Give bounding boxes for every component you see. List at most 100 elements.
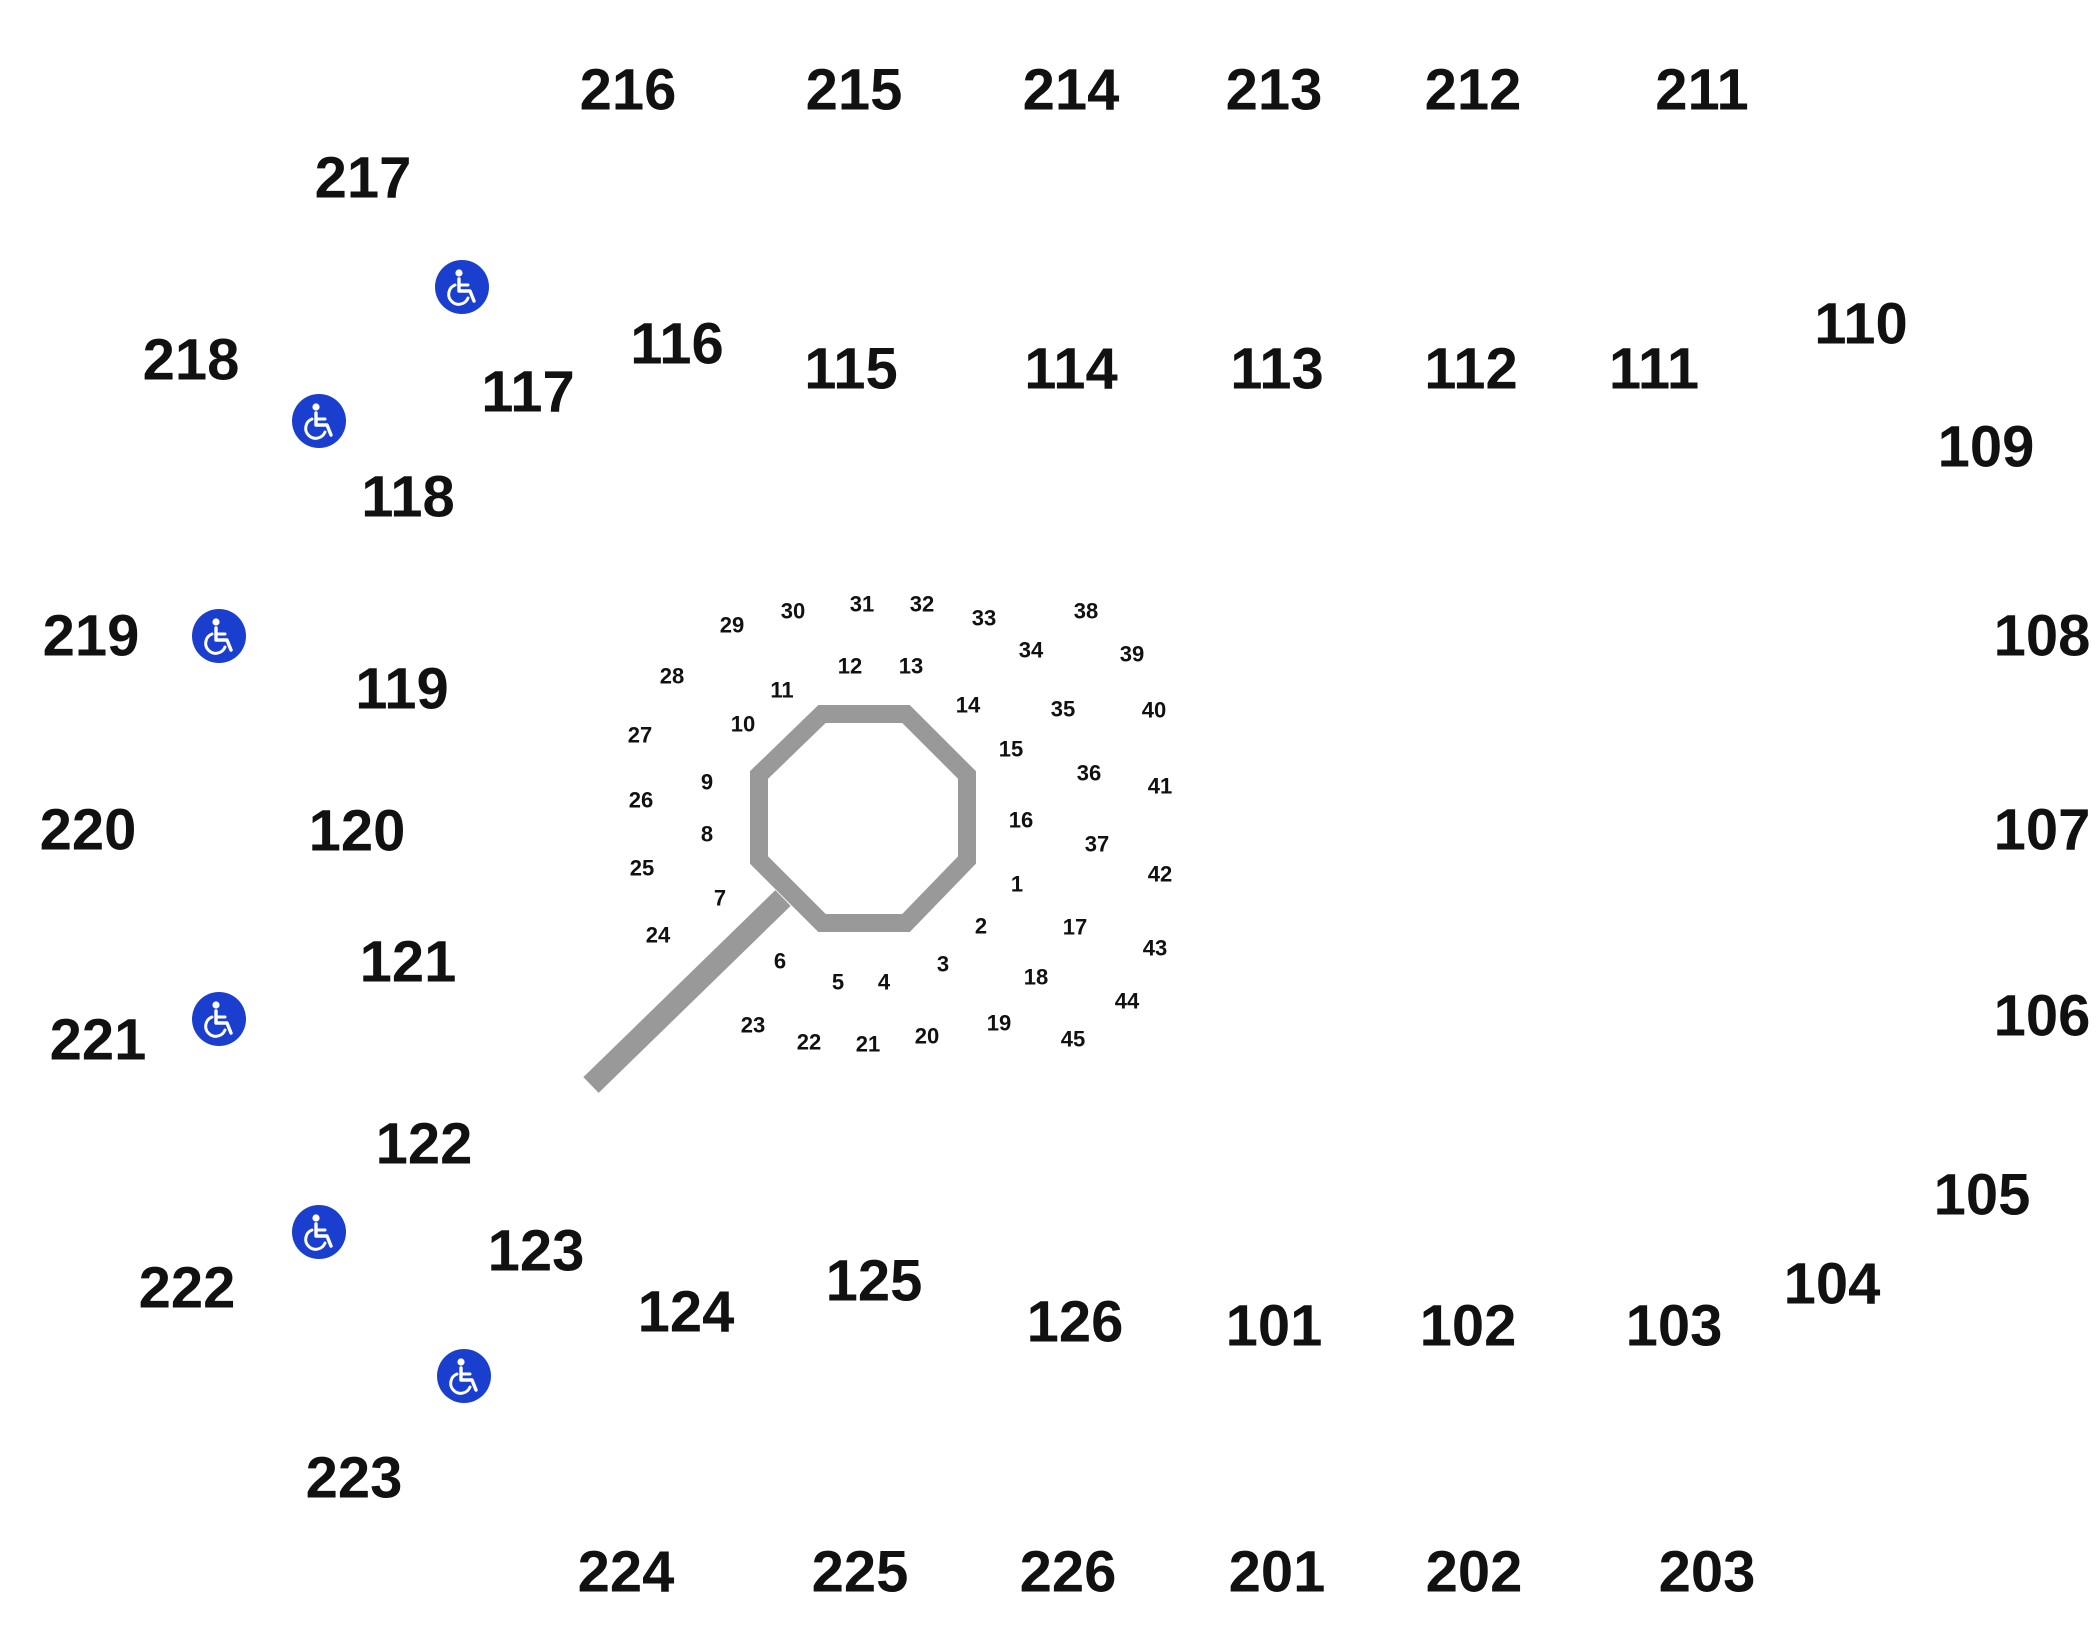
- accessible-seating-markers: [192, 260, 491, 1403]
- section-111[interactable]: 111: [1609, 337, 1699, 402]
- floor-row-2[interactable]: 2: [975, 914, 987, 939]
- floor-row-39[interactable]: 39: [1120, 642, 1144, 667]
- section-223[interactable]: 223: [306, 1446, 403, 1511]
- section-218[interactable]: 218: [143, 328, 240, 393]
- section-108[interactable]: 108: [1994, 604, 2091, 669]
- wheelchair-icon: [192, 609, 246, 663]
- section-123[interactable]: 123: [488, 1219, 585, 1284]
- floor-row-12[interactable]: 12: [838, 654, 862, 679]
- section-212[interactable]: 212: [1425, 58, 1522, 123]
- section-217[interactable]: 217: [315, 146, 412, 211]
- floor-row-25[interactable]: 25: [630, 856, 654, 881]
- floor-row-30[interactable]: 30: [781, 599, 805, 624]
- floor-row-16[interactable]: 16: [1009, 808, 1033, 833]
- section-105[interactable]: 105: [1934, 1163, 2031, 1228]
- section-115[interactable]: 115: [804, 337, 898, 402]
- floor-row-28[interactable]: 28: [660, 664, 684, 689]
- floor-row-34[interactable]: 34: [1019, 638, 1044, 663]
- wheelchair-icon: [437, 1349, 491, 1403]
- section-125[interactable]: 125: [826, 1249, 923, 1314]
- floor-row-17[interactable]: 17: [1063, 915, 1087, 940]
- floor-row-7[interactable]: 7: [714, 886, 726, 911]
- section-117[interactable]: 117: [481, 360, 575, 425]
- floor-row-21[interactable]: 21: [856, 1032, 880, 1057]
- stage-octagon: [750, 705, 976, 932]
- section-216[interactable]: 216: [580, 58, 677, 123]
- floor-row-36[interactable]: 36: [1077, 761, 1101, 786]
- section-102[interactable]: 102: [1420, 1294, 1517, 1359]
- floor-row-19[interactable]: 19: [987, 1011, 1011, 1036]
- section-118[interactable]: 118: [361, 465, 455, 530]
- section-226[interactable]: 226: [1020, 1540, 1117, 1605]
- floor-row-24[interactable]: 24: [646, 923, 671, 948]
- floor-row-15[interactable]: 15: [999, 737, 1023, 762]
- floor-row-8[interactable]: 8: [701, 822, 713, 847]
- floor-row-45[interactable]: 45: [1061, 1027, 1085, 1052]
- floor-row-32[interactable]: 32: [910, 592, 934, 617]
- floor-row-37[interactable]: 37: [1085, 832, 1109, 857]
- floor-row-41[interactable]: 41: [1148, 774, 1172, 799]
- section-116[interactable]: 116: [630, 312, 724, 377]
- section-107[interactable]: 107: [1994, 798, 2091, 863]
- section-106[interactable]: 106: [1994, 984, 2091, 1049]
- section-220[interactable]: 220: [40, 798, 137, 863]
- section-213[interactable]: 213: [1226, 58, 1323, 123]
- section-214[interactable]: 214: [1023, 58, 1120, 123]
- section-121[interactable]: 121: [360, 930, 457, 995]
- section-215[interactable]: 215: [806, 58, 903, 123]
- floor-row-9[interactable]: 9: [701, 770, 713, 795]
- floor-row-4[interactable]: 4: [878, 970, 891, 995]
- section-114[interactable]: 114: [1024, 337, 1118, 402]
- section-219[interactable]: 219: [43, 604, 140, 669]
- section-119[interactable]: 119: [355, 657, 449, 722]
- section-112[interactable]: 112: [1424, 337, 1518, 402]
- section-103[interactable]: 103: [1626, 1294, 1723, 1359]
- wheelchair-icon: [292, 1205, 346, 1259]
- floor-row-35[interactable]: 35: [1051, 697, 1075, 722]
- floor-row-20[interactable]: 20: [915, 1024, 939, 1049]
- floor-row-43[interactable]: 43: [1143, 936, 1167, 961]
- floor-row-42[interactable]: 42: [1148, 862, 1172, 887]
- section-203[interactable]: 203: [1659, 1540, 1756, 1605]
- wheelchair-icon: [292, 394, 346, 448]
- floor-row-33[interactable]: 33: [972, 606, 996, 631]
- wheelchair-icon: [435, 260, 489, 314]
- floor-row-5[interactable]: 5: [832, 970, 844, 995]
- floor-row-3[interactable]: 3: [937, 952, 949, 977]
- stage-runway: [583, 890, 791, 1093]
- wheelchair-icon: [192, 992, 246, 1046]
- section-101[interactable]: 101: [1226, 1294, 1323, 1359]
- floor-row-29[interactable]: 29: [720, 613, 744, 638]
- section-201[interactable]: 201: [1229, 1540, 1326, 1605]
- section-225[interactable]: 225: [812, 1540, 909, 1605]
- floor-row-1[interactable]: 1: [1011, 872, 1023, 897]
- floor-row-23[interactable]: 23: [741, 1013, 765, 1038]
- section-202[interactable]: 202: [1426, 1540, 1523, 1605]
- section-110[interactable]: 110: [1814, 292, 1908, 357]
- floor-row-13[interactable]: 13: [899, 654, 923, 679]
- floor-row-26[interactable]: 26: [629, 788, 653, 813]
- section-224[interactable]: 224: [578, 1540, 675, 1605]
- floor-row-14[interactable]: 14: [956, 693, 981, 718]
- floor-row-38[interactable]: 38: [1074, 599, 1098, 624]
- floor-row-44[interactable]: 44: [1115, 989, 1140, 1014]
- section-221[interactable]: 221: [50, 1008, 147, 1073]
- floor-row-11[interactable]: 11: [770, 678, 793, 703]
- floor-row-31[interactable]: 31: [850, 592, 874, 617]
- floor-row-22[interactable]: 22: [797, 1030, 821, 1055]
- floor-row-10[interactable]: 10: [731, 712, 755, 737]
- floor-row-6[interactable]: 6: [774, 949, 786, 974]
- floor-row-27[interactable]: 27: [628, 723, 652, 748]
- section-126[interactable]: 126: [1027, 1290, 1124, 1355]
- section-222[interactable]: 222: [139, 1256, 236, 1321]
- section-122[interactable]: 122: [376, 1112, 473, 1177]
- section-104[interactable]: 104: [1784, 1252, 1881, 1317]
- section-211[interactable]: 211: [1655, 58, 1749, 123]
- section-124[interactable]: 124: [638, 1280, 735, 1345]
- section-113[interactable]: 113: [1230, 337, 1324, 402]
- floor-row-40[interactable]: 40: [1142, 698, 1166, 723]
- section-109[interactable]: 109: [1938, 415, 2035, 480]
- floor-row-18[interactable]: 18: [1024, 965, 1048, 990]
- section-120[interactable]: 120: [309, 799, 406, 864]
